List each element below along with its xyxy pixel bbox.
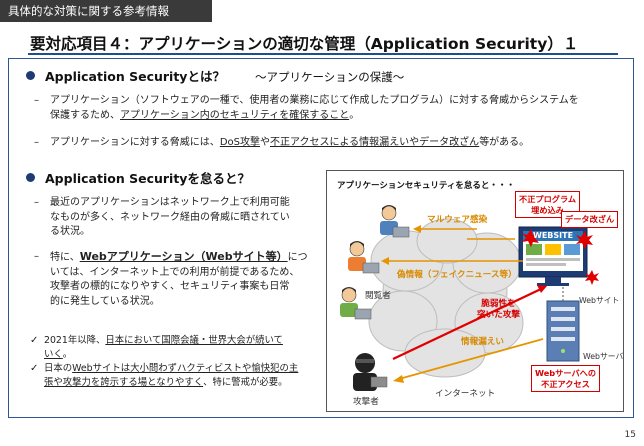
dash-marker: – — [34, 197, 39, 208]
vuln-line1: 脆弱性を — [481, 299, 516, 309]
n1-u: 日本において国際会議・世界大会が続いて — [105, 335, 283, 346]
s2p2-line2: いては、インターネット上での利用が前提であるため、 — [50, 266, 300, 278]
s1p1-line1: アプリケーション（ソフトウェアの一種で、使用者の業務に応じて作成したプログラム）… — [50, 95, 579, 106]
internet-cloud-icon — [368, 218, 524, 378]
arrowhead-icon — [537, 285, 547, 293]
section1-heading-text: Application Securityとは？ — [45, 69, 225, 84]
bullet-dot-icon — [26, 71, 35, 80]
arrowhead-icon — [381, 257, 389, 265]
website-label: Webサイト — [579, 296, 620, 305]
s1p1-line2a: 保護するため、 — [50, 109, 120, 121]
server-unauth-callout: Webサーバへの不正アクセス — [531, 365, 601, 392]
section2-paragraph2: – 特に、Webアプリケーション（Webサイト等）につ いては、インターネット上… — [34, 250, 324, 312]
s2p2-line1b: につ — [287, 252, 308, 263]
section-tag: 具体的な対策に関する参考情報 — [0, 0, 212, 22]
section1-subheading: ～アプリケーションの保護～ — [254, 70, 405, 84]
checkmark-icon: ✓ — [30, 335, 39, 346]
burst-icon — [522, 229, 539, 247]
n2-line2b: 、特に警戒が必要。 — [203, 376, 288, 388]
s1p2-c: 等がある。 — [479, 137, 530, 148]
web-server-icon — [546, 300, 580, 362]
burst-icon — [576, 231, 593, 249]
diagram-graphics — [340, 205, 599, 391]
dash-marker: – — [34, 95, 39, 106]
note-1: ✓ 2021年以降、日本において国際会議・世界大会が続いて いく。 — [30, 334, 324, 362]
title-underline — [28, 53, 618, 55]
leak-label: 情報漏えい — [461, 337, 504, 347]
malware-label: マルウェア感染 — [427, 215, 488, 225]
website-banner-text: WEBSITE — [533, 231, 574, 240]
unauth-line1: Webサーバへの — [535, 368, 597, 378]
note-2: ✓ 日本のWebサイトは大小問わずハクティビストや愉快犯の主 張や攻撃力を誇示す… — [30, 362, 324, 390]
s1p2-b: や — [259, 137, 270, 148]
tamper-callout: データ改ざん — [561, 211, 619, 228]
section1-paragraph1: – アプリケーション（ソフトウェアの一種で、使用者の業務に応じて作成したプログラ… — [34, 94, 624, 124]
unauth-line2: 不正アクセス — [541, 378, 590, 389]
n1-line2b: 。 — [62, 348, 73, 360]
n2-line2u: 張や攻撃力を誇示する場となりやすく — [44, 376, 204, 388]
attacker-icon — [353, 353, 388, 391]
s1p1-line2-underlined: アプリケーション内のセキュリティを確保すること — [120, 109, 350, 121]
diagram-title: アプリケーションセキュリティを怠ると・・・ — [337, 181, 515, 191]
section2-paragraph1: – 最近のアプリケーションはネットワーク上で利用可能 なものが多く、ネットワーク… — [34, 196, 324, 242]
viewer-person-icon — [380, 205, 410, 238]
s1p2-a: アプリケーションに対する脅威には、 — [50, 137, 220, 148]
s1p1-line2b: 。 — [349, 109, 360, 121]
viewer-person-icon — [340, 287, 372, 320]
n1-line2u: いく — [44, 348, 63, 360]
attacker-label: 攻撃者 — [353, 397, 379, 407]
section2-heading-text: Application Securityを怠ると？ — [45, 171, 250, 186]
content-frame — [8, 58, 634, 418]
bullet-dot-icon — [26, 173, 35, 182]
arrowhead-icon — [413, 225, 421, 233]
s2p1-line2: なものが多く、ネットワーク経由の脅威に晒されてい — [50, 211, 290, 223]
dash-marker: – — [34, 251, 39, 262]
s1p2-dos: DoS攻撃 — [219, 137, 260, 148]
s1p2-unauth: 不正アクセスによる情報漏えいやデータ改ざん — [269, 137, 480, 148]
attack-diagram: アプリケーションセキュリティを怠ると・・・ — [326, 170, 624, 412]
attack-arrow — [392, 288, 542, 360]
vuln-line2: 突いた攻撃 — [477, 310, 520, 320]
arrowhead-icon — [393, 375, 404, 383]
checkmark-icon: ✓ — [30, 363, 39, 374]
section1-paragraph2: – アプリケーションに対する脅威には、DoS攻撃や不正アクセスによる情報漏えいや… — [34, 136, 624, 152]
dash-marker: – — [34, 137, 39, 148]
fake-info-label: 偽情報（フェイクニュース等） — [397, 270, 517, 280]
bad-prog-line1: 不正プログラム — [519, 194, 577, 204]
n2-a: 日本の — [44, 363, 73, 374]
section1-heading: Application Securityとは？ ～アプリケーションの保護～ — [26, 66, 404, 85]
s2p2-line1a: 特に、 — [50, 252, 80, 263]
s2p1-line1: 最近のアプリケーションはネットワーク上で利用可能 — [50, 197, 290, 208]
s2p2-line3: 攻撃者の標的になりやすく、セキュリティ事案も日常 — [50, 281, 290, 292]
bad-prog-line2: 埋め込み — [531, 204, 564, 215]
viewer-person-icon — [348, 241, 380, 274]
viewer-label: 閲覧者 — [365, 291, 391, 301]
s2p1-line3: る状況。 — [50, 226, 90, 237]
s2p2-webapp: Webアプリケーション（Webサイト等） — [79, 250, 288, 263]
internet-label: インターネット — [435, 389, 496, 399]
page-title: 要対応項目４：アプリケーションの適切な管理（Application Securi… — [30, 35, 579, 53]
page-number: 15 — [624, 430, 636, 440]
vuln-attack-label: 脆弱性を突いた攻撃 — [477, 299, 520, 321]
s2p2-line4: 的に発生している状況。 — [50, 295, 160, 307]
n2-u: Webサイトは大小問わずハクティビストや愉快犯の主 — [72, 363, 299, 374]
n1-a: 2021年以降、 — [44, 335, 106, 346]
threat-arrows — [387, 228, 523, 262]
burst-icon — [585, 270, 599, 285]
section2-heading: Application Securityを怠ると？ — [26, 168, 250, 187]
server-label: Webサーバ — [583, 352, 624, 361]
leak-arrow — [398, 338, 544, 380]
